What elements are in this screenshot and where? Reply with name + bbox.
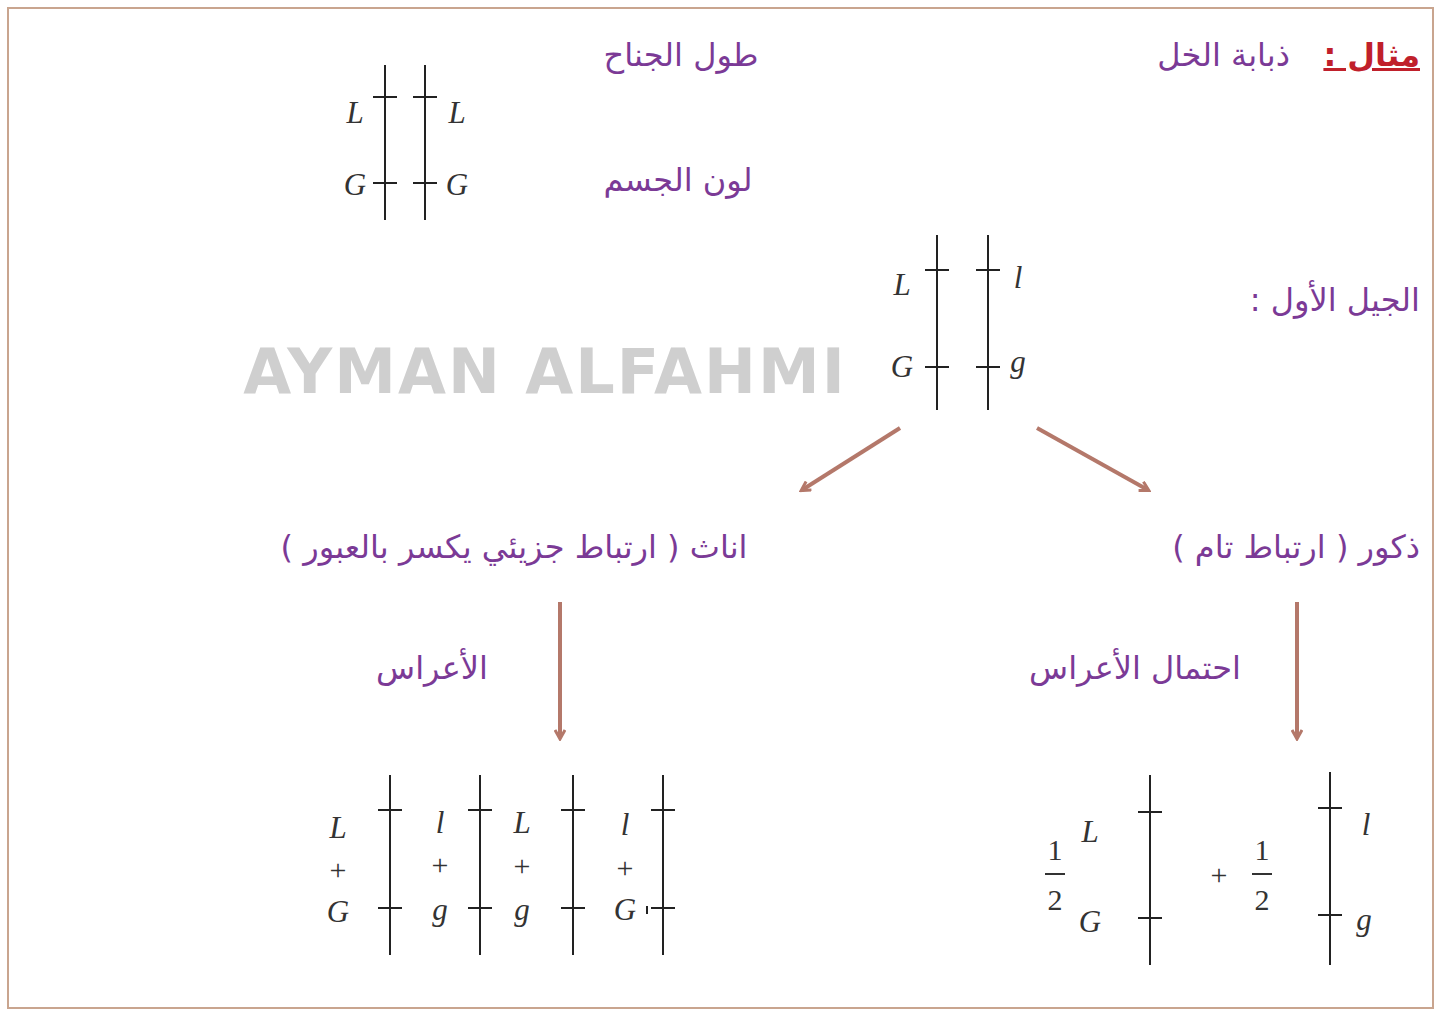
allele-letter: G: [344, 166, 366, 203]
sex-label: اناث ( ارتباط جزيئي يكسر بالعبور ): [281, 528, 748, 566]
plus-sign: +: [514, 848, 531, 884]
allele-letter: G: [1079, 903, 1101, 940]
sex-label: ذكور ( ارتباط تام ): [1172, 528, 1420, 566]
allele-letter: L: [1081, 813, 1098, 850]
fraction-number: 1: [1255, 832, 1270, 868]
fraction-bars: [1045, 873, 1272, 875]
fraction-number: 1: [1048, 832, 1063, 868]
allele-letter: g: [1356, 901, 1372, 938]
generation-label: الجيل الأول :: [1250, 281, 1420, 319]
allele-letter: L: [513, 804, 530, 841]
allele-letter: G: [891, 348, 913, 385]
gametes-heading: احتمال الأعراس: [1029, 649, 1241, 687]
watermark: AYMAN ALFAHMI: [243, 335, 846, 409]
allele-letter: G: [327, 893, 349, 930]
plus-sign: +: [432, 847, 449, 883]
allele-letter: g: [1010, 343, 1026, 380]
allele-letter: G: [614, 891, 636, 928]
allele-letter: l: [436, 804, 445, 841]
allele-letter: l: [1362, 806, 1371, 843]
fraction-number: 2: [1255, 882, 1270, 918]
allele-letter: g: [432, 891, 448, 928]
gametes-heading: الأعراس: [376, 649, 488, 687]
fraction-number: 2: [1048, 882, 1063, 918]
organism-name: ذبابة الخل: [1157, 36, 1290, 74]
allele-letter: l: [621, 806, 630, 843]
allele-letter: L: [448, 94, 465, 131]
arrows: [560, 428, 1297, 738]
plus-sign: +: [617, 850, 634, 886]
allele-letter: L: [893, 266, 910, 303]
allele-letter: g: [514, 891, 530, 928]
plus-sign: +: [1211, 857, 1228, 893]
plus-sign: +: [330, 852, 347, 888]
allele-letter: L: [329, 809, 346, 846]
chromosomes: [373, 65, 1342, 965]
allele-letter: G: [446, 166, 468, 203]
allele-letter: L: [346, 94, 363, 131]
frame: [8, 8, 1433, 1008]
trait-label: لون الجسم: [603, 161, 752, 199]
allele-letter: l: [1014, 259, 1023, 296]
trait-label: طول الجناح: [604, 36, 759, 74]
example-heading: مثال :: [1323, 36, 1420, 74]
